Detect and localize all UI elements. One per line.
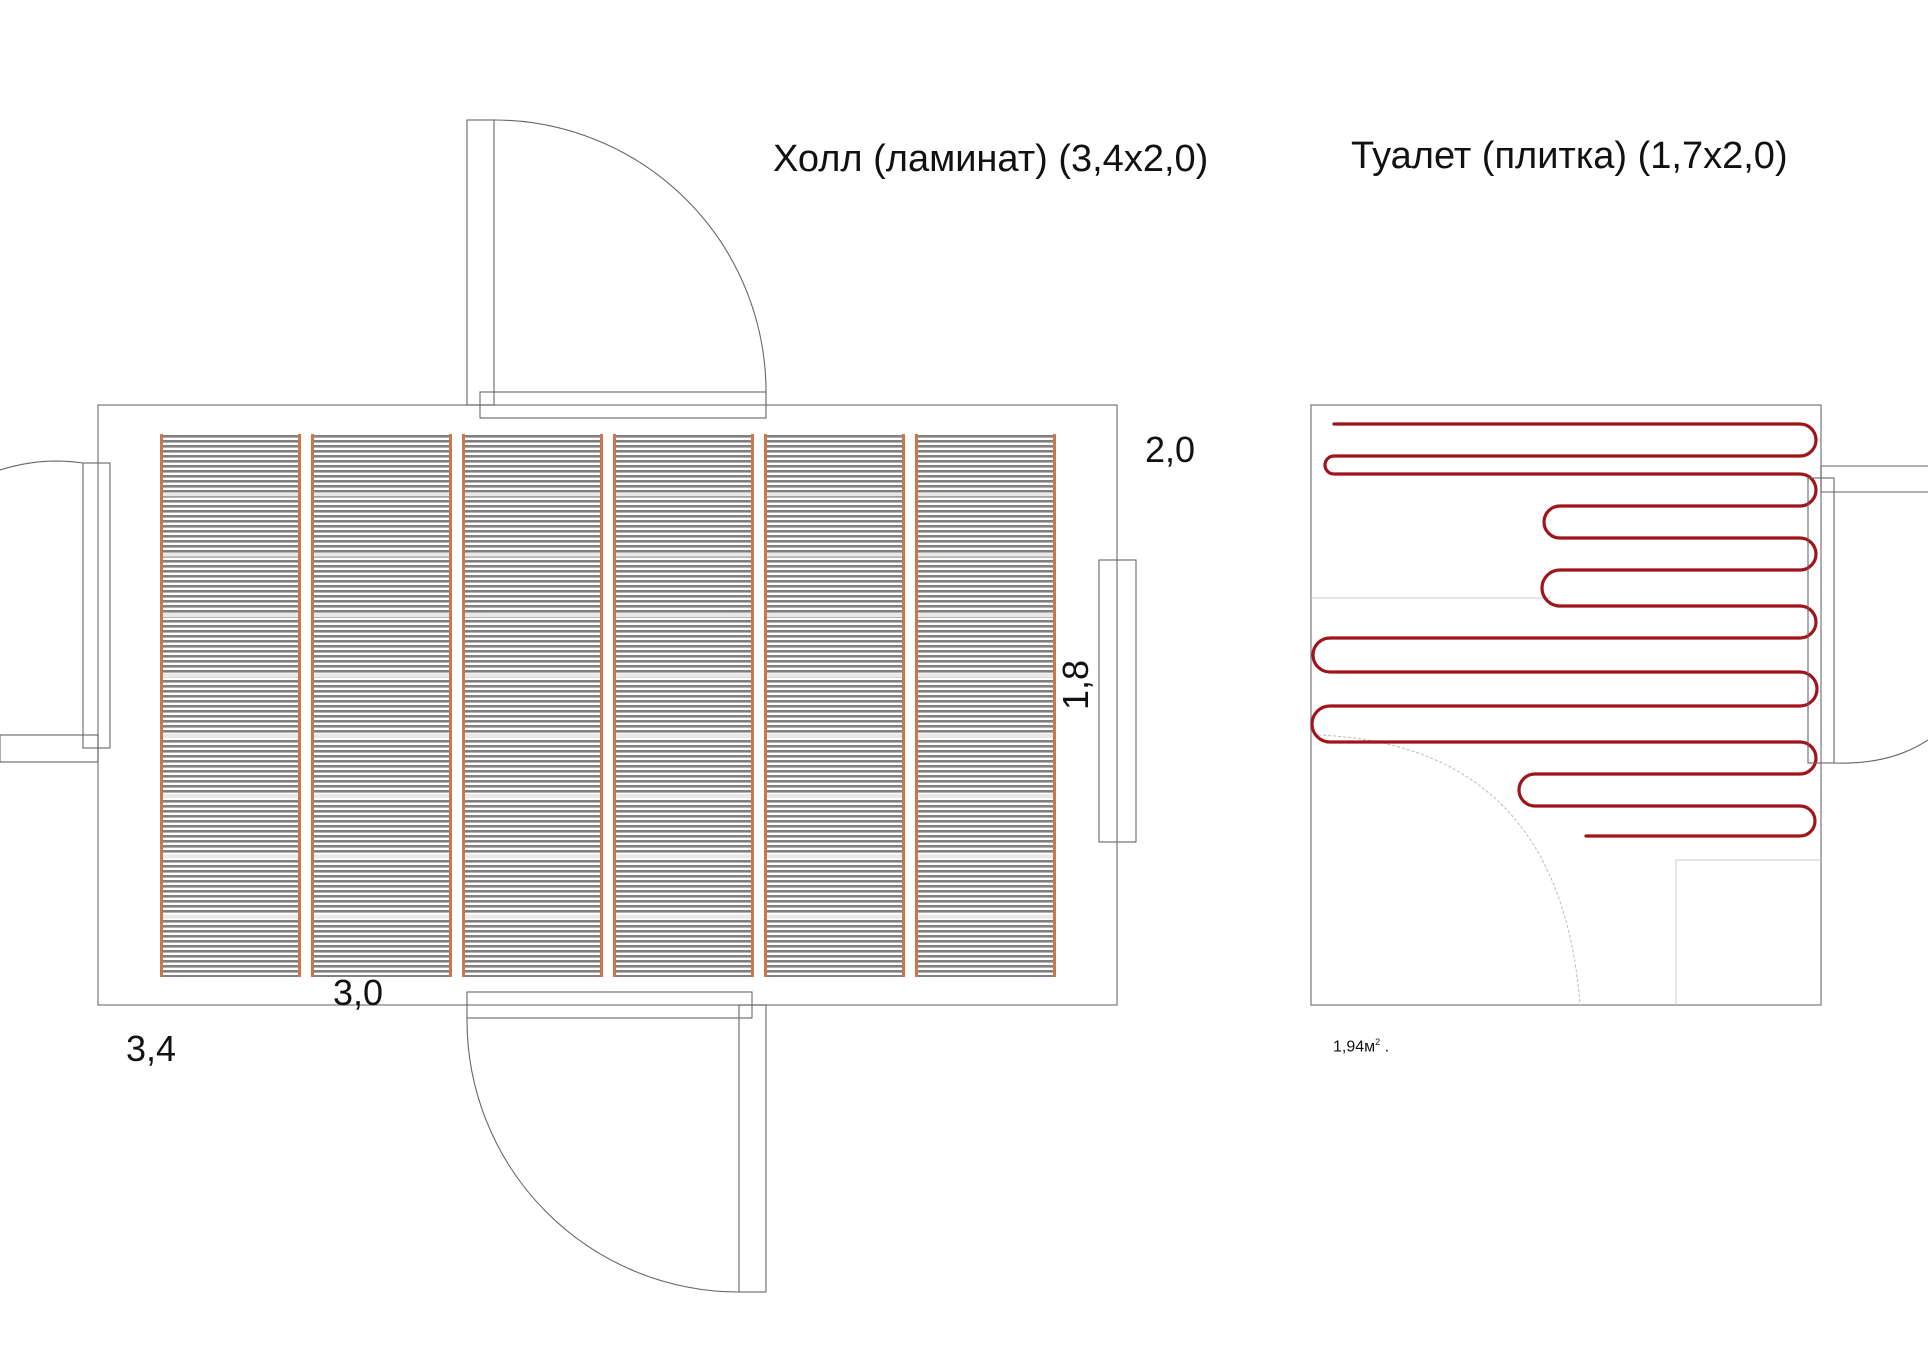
toilet-area-suffix: . xyxy=(1380,1038,1390,1056)
hall-plan xyxy=(97,404,1118,1006)
film-strip xyxy=(462,434,603,977)
film-strip xyxy=(915,434,1056,977)
toilet-area-label: 1,94м2 . xyxy=(1333,1038,1389,1055)
film-strip xyxy=(764,434,905,977)
film-strip xyxy=(160,434,301,977)
hall-door-bottom xyxy=(466,991,767,1293)
toilet-plan xyxy=(1310,404,1822,1006)
hall-width-label: 3,4 xyxy=(126,1028,177,1069)
hall-door-left xyxy=(0,460,111,763)
hall-room-outline xyxy=(97,404,1118,1006)
toilet-title: Туалет (плитка) (1,7х2,0) xyxy=(1351,135,1788,177)
hall-title: Холл (ламинат) (3,4х2,0) xyxy=(773,138,1209,180)
toilet-door-right xyxy=(1807,465,1928,764)
film-strip xyxy=(311,434,452,977)
toilet-area-exponent: 2 xyxy=(1375,1037,1381,1047)
hall-height-label: 2,0 xyxy=(1145,429,1196,470)
heating-film-strips xyxy=(160,434,1056,977)
toilet-area-value: 1,94м xyxy=(1333,1038,1376,1056)
hall-door-right-panel xyxy=(1098,559,1137,843)
toilet-room-outline xyxy=(1310,404,1822,1006)
heating-cable xyxy=(1310,422,1819,838)
film-strip xyxy=(613,434,754,977)
toilet-fixture-box xyxy=(1675,859,1821,1005)
hall-door-top xyxy=(466,119,767,419)
film-width-label: 3,0 xyxy=(333,972,384,1013)
film-height-label: 1,8 xyxy=(1055,659,1096,710)
